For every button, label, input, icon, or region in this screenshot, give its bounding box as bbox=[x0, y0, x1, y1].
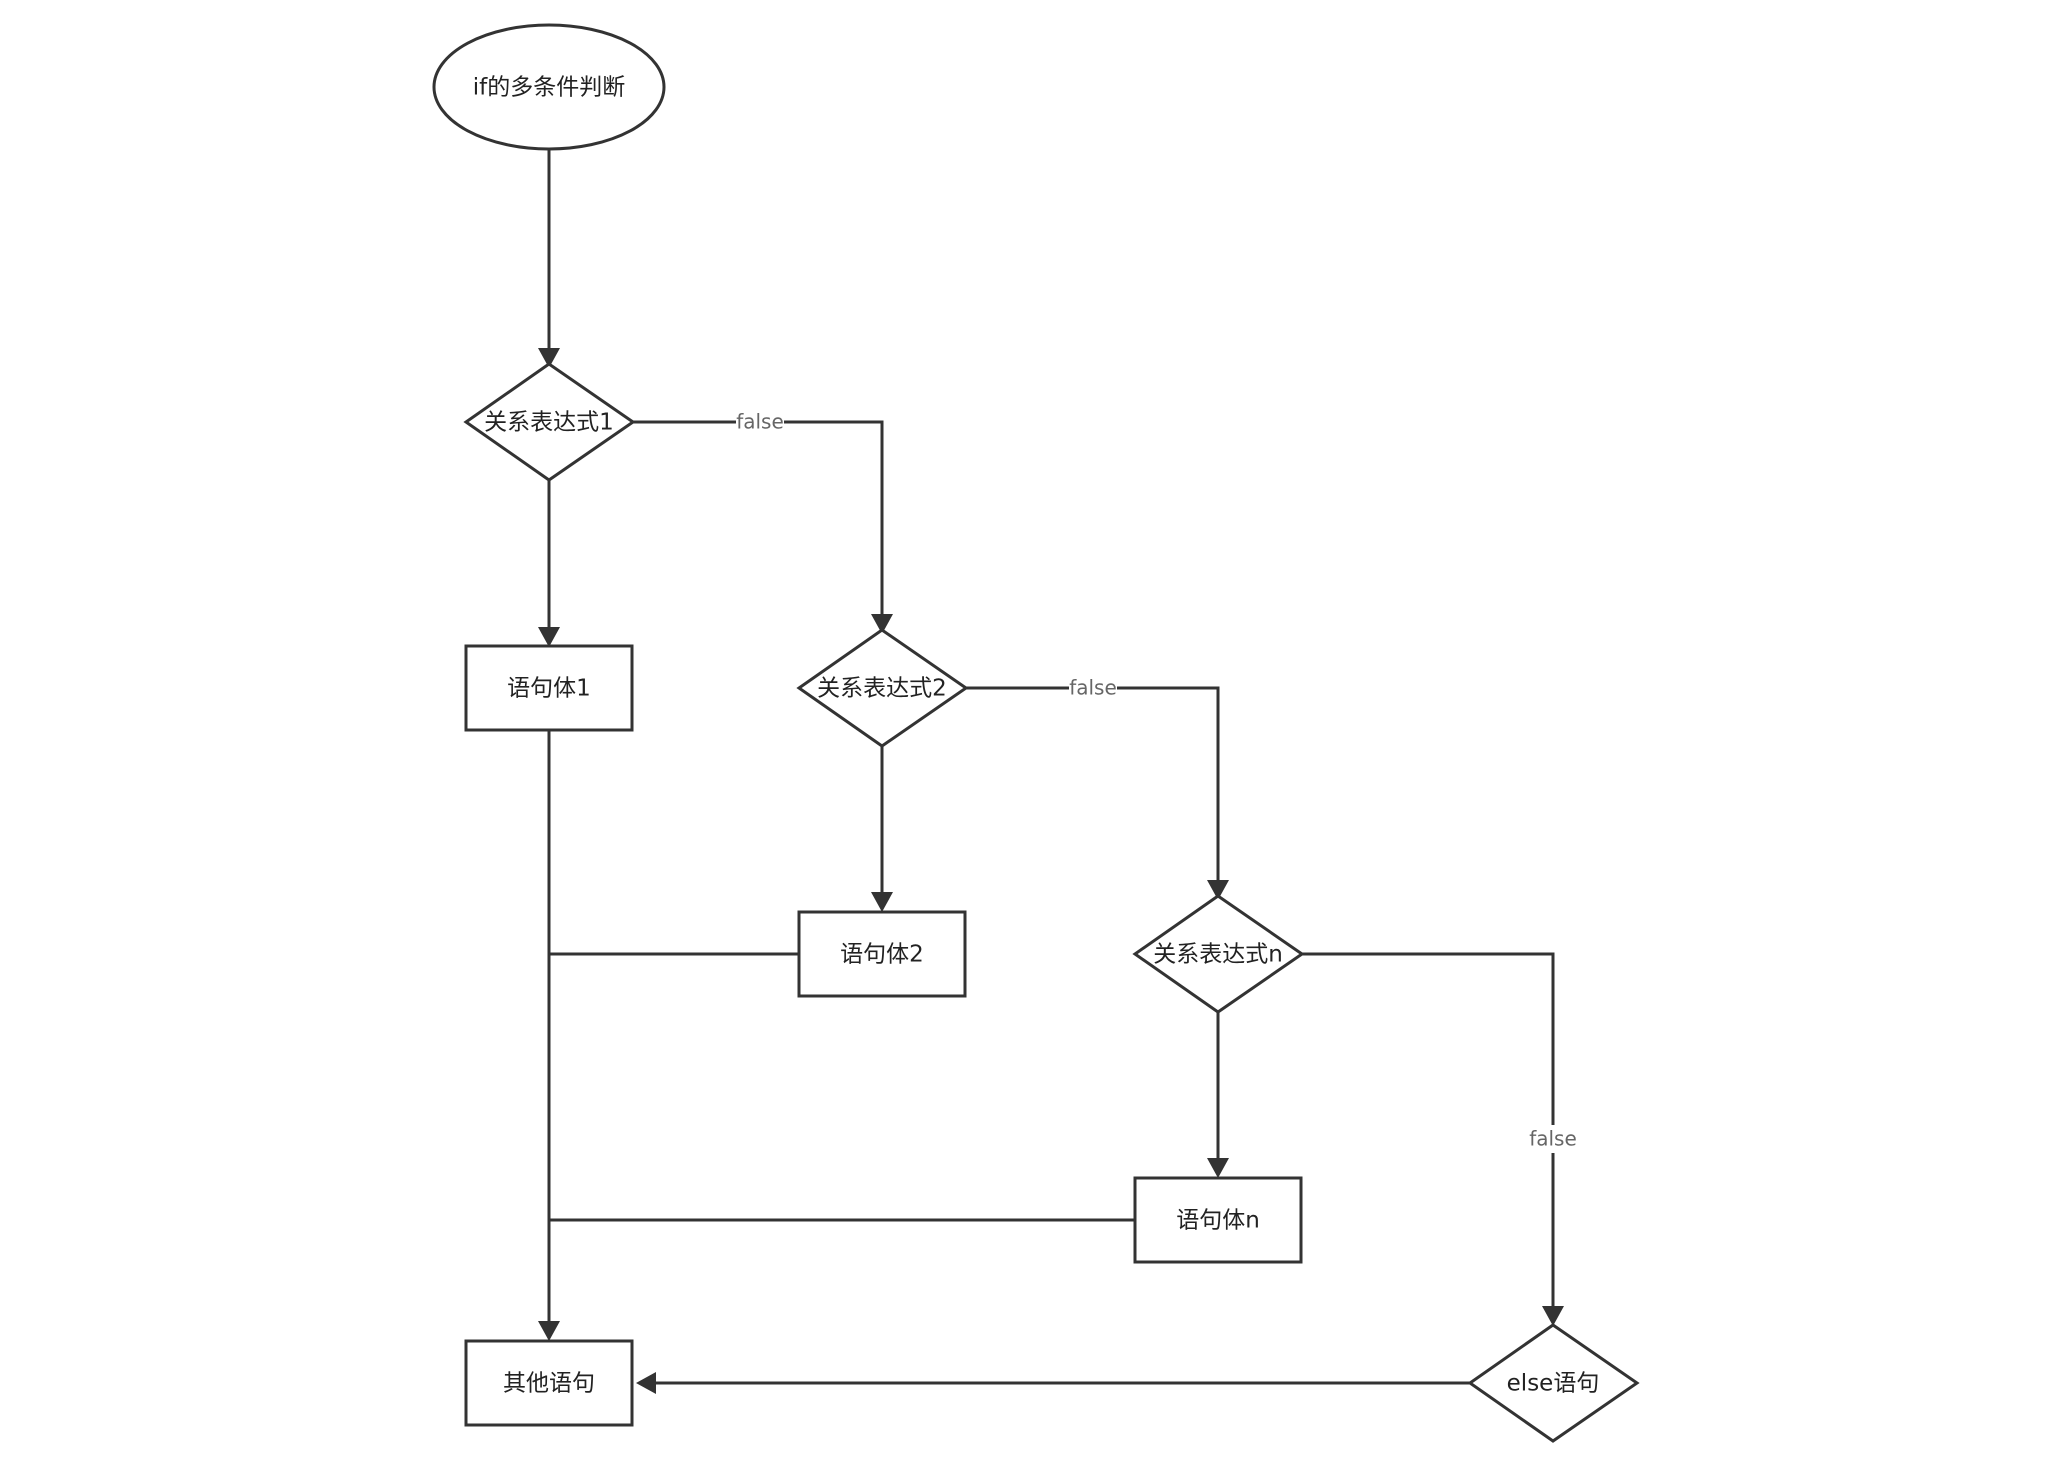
node-body1-label: 语句体1 bbox=[507, 676, 591, 702]
node-other: 其他语句 bbox=[464, 1339, 634, 1427]
node-condn: 关系表达式n bbox=[1132, 894, 1305, 1014]
edge-cond1-to-body1 bbox=[538, 480, 560, 647]
node-cond2: 关系表达式2 bbox=[796, 628, 969, 748]
edge-body1-to-other bbox=[538, 730, 560, 1341]
node-cond1-label: 关系表达式1 bbox=[484, 410, 614, 436]
edge-label-false-n-text: false bbox=[1529, 1127, 1577, 1151]
node-condn-label: 关系表达式n bbox=[1153, 942, 1283, 968]
node-body2-label: 语句体2 bbox=[840, 942, 924, 968]
node-bodyn: 语句体n bbox=[1133, 1176, 1303, 1264]
node-other-label: 其他语句 bbox=[503, 1371, 595, 1397]
edge-start-to-cond1 bbox=[538, 150, 560, 368]
edge-label-false-n: false bbox=[1529, 1125, 1577, 1153]
node-start-label: if的多条件判断 bbox=[473, 75, 626, 101]
node-start: if的多条件判断 bbox=[432, 23, 666, 151]
node-else-label: else语句 bbox=[1507, 1371, 1600, 1397]
node-bodyn-label: 语句体n bbox=[1176, 1208, 1260, 1234]
edge-cond2-to-body2 bbox=[871, 746, 893, 912]
node-else: else语句 bbox=[1467, 1323, 1640, 1443]
edge-else-to-other bbox=[636, 1372, 1470, 1394]
edge-label-false-1: false bbox=[736, 408, 784, 436]
node-body1: 语句体1 bbox=[464, 644, 634, 732]
edge-cond2-to-condn bbox=[966, 686, 1229, 900]
edge-label-false-2: false bbox=[1069, 674, 1117, 702]
edge-label-false-1-text: false bbox=[736, 410, 784, 434]
node-body2: 语句体2 bbox=[797, 910, 967, 998]
node-cond1: 关系表达式1 bbox=[463, 362, 636, 482]
edge-cond1-to-cond2 bbox=[633, 420, 893, 634]
node-cond2-label: 关系表达式2 bbox=[817, 676, 947, 702]
edge-condn-to-else bbox=[1302, 952, 1564, 1326]
edge-label-false-2-text: false bbox=[1069, 676, 1117, 700]
edge-condn-to-bodyn bbox=[1207, 1012, 1229, 1178]
